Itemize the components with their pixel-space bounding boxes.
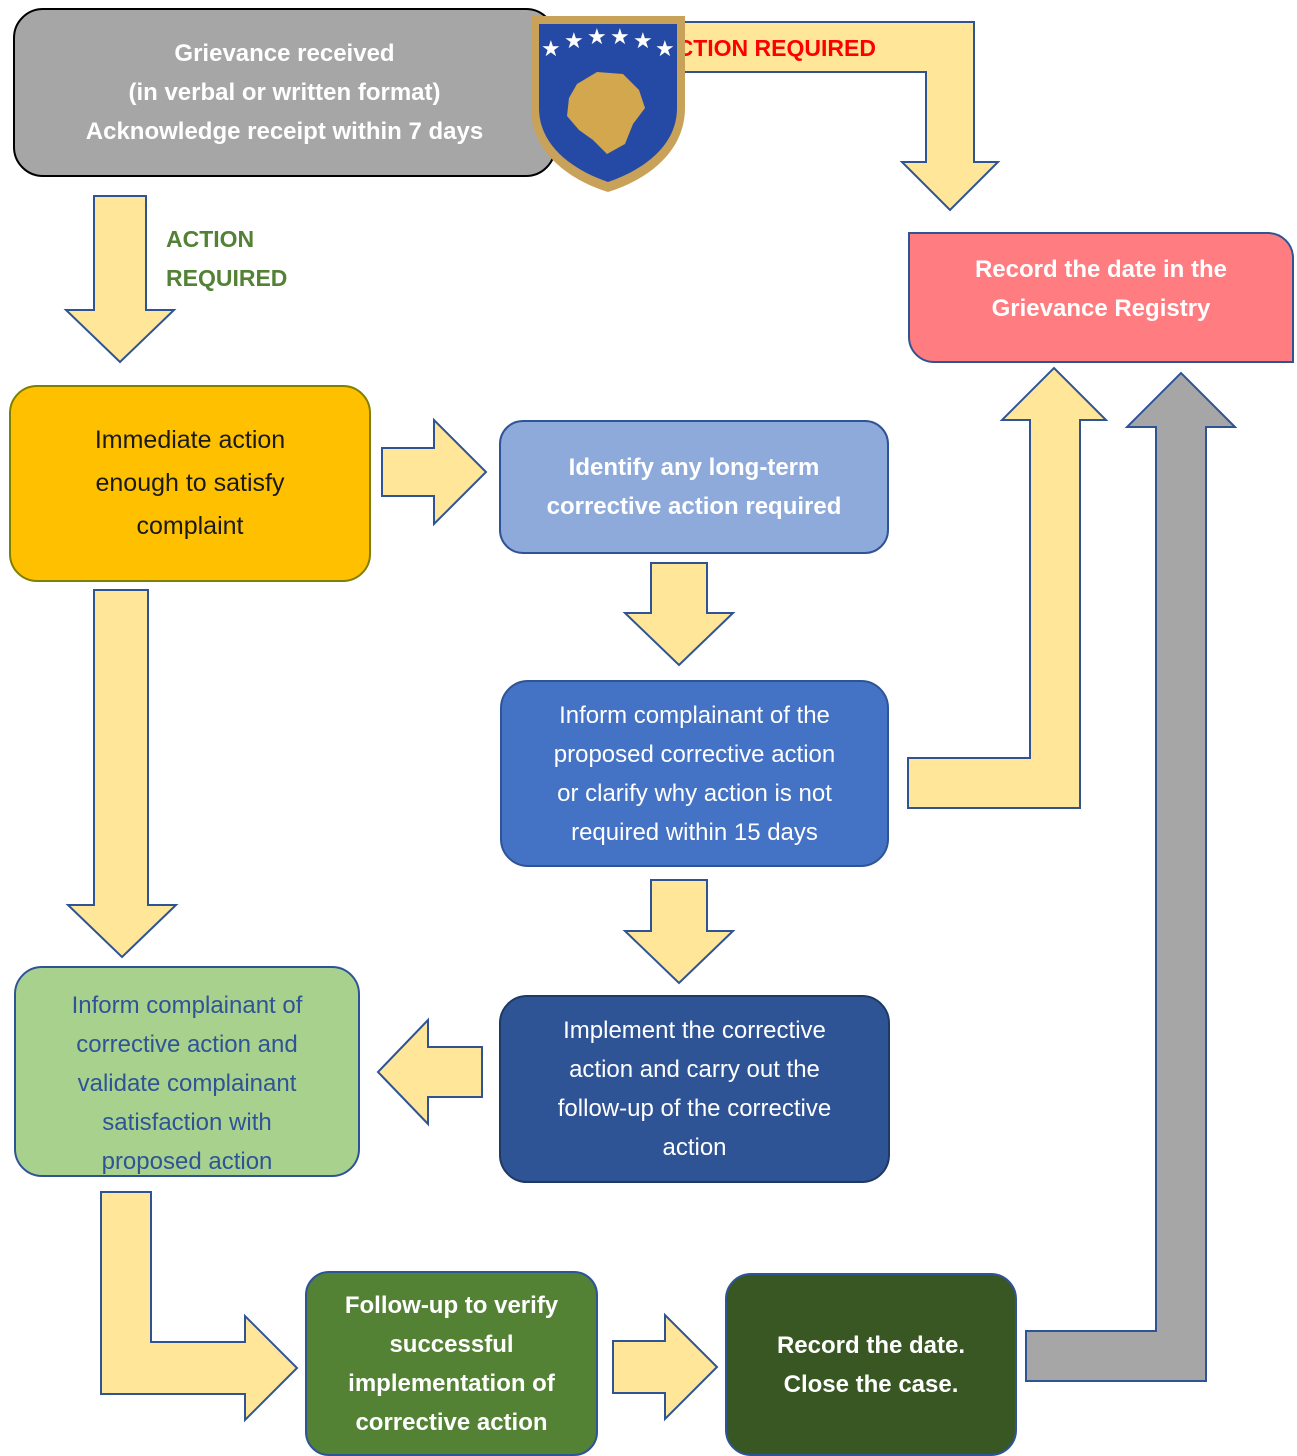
required-word: REQUIRED xyxy=(166,265,288,291)
grievance-line-2: (in verbal or written format) xyxy=(128,79,441,106)
record-close-box: Record the date. Close the case. xyxy=(725,1273,1017,1456)
close-line-1: Record the date. xyxy=(776,1331,966,1359)
svg-text:★: ★ xyxy=(633,29,653,54)
grievance-line-3: Acknowledge receipt within 7 days xyxy=(85,118,484,145)
identify-line-2: corrective action required xyxy=(546,493,842,520)
followup-line-1: Follow-up to verify xyxy=(344,1291,559,1319)
svg-text:★: ★ xyxy=(541,37,561,62)
action-word: ACTION xyxy=(166,226,255,252)
arrow-elbow-to-registry xyxy=(599,21,1001,212)
identify-longterm-box: Identify any long-term corrective action… xyxy=(499,420,889,554)
action-required-top-label: ACTION REQUIRED xyxy=(660,35,876,61)
arrow-left-to-inform-validate xyxy=(376,1017,483,1127)
arrow-down-to-implement xyxy=(622,879,736,985)
arrow-elbow-up-to-registry xyxy=(907,366,1109,809)
close-line-2: Close the case. xyxy=(783,1370,959,1398)
arrow-right-to-close-case xyxy=(612,1312,719,1422)
arrow-right-to-identify xyxy=(381,417,488,527)
action-required-left-label: ACTION REQUIRED xyxy=(166,220,287,298)
implement-line-2: action and carry out the xyxy=(569,1056,820,1083)
immediate-line-3: complaint xyxy=(136,512,244,540)
svg-text:★: ★ xyxy=(587,25,607,50)
kosovo-coat-of-arms-icon: ★ ★ ★ ★ ★ ★ xyxy=(531,16,685,192)
svg-text:★: ★ xyxy=(655,37,675,62)
record-registry-box: Record the date in the Grievance Registr… xyxy=(908,232,1294,363)
identify-line-1: Identify any long-term xyxy=(568,454,820,481)
followup-verify-box: Follow-up to verify successful implement… xyxy=(305,1271,598,1456)
immediate-line-2: enough to satisfy xyxy=(95,469,285,497)
inform-proposed-line-4: required within 15 days xyxy=(571,818,818,846)
registry-line-2: Grievance Registry xyxy=(991,295,1211,322)
svg-text:★: ★ xyxy=(610,25,630,50)
inform-validate-box: Inform complainant of corrective action … xyxy=(14,966,360,1177)
followup-line-4: corrective action xyxy=(355,1408,548,1436)
validate-line-5: proposed action xyxy=(101,1148,273,1175)
registry-line-1: Record the date in the xyxy=(974,256,1228,283)
followup-line-2: successful xyxy=(389,1330,514,1358)
immediate-line-1: Immediate action xyxy=(94,426,286,454)
grievance-line-1: Grievance received xyxy=(174,40,395,67)
implement-line-1: Implement the corrective xyxy=(563,1017,826,1044)
arrow-down-to-inform-validate xyxy=(65,589,179,959)
followup-line-3: implementation of xyxy=(348,1369,555,1397)
arrow-grey-to-registry xyxy=(1025,371,1238,1382)
arrow-down-to-inform-proposed xyxy=(622,562,736,667)
immediate-action-box: Immediate action enough to satisfy compl… xyxy=(9,385,371,582)
inform-proposed-line-3: or clarify why action is not xyxy=(557,779,832,807)
svg-text:★: ★ xyxy=(564,29,584,54)
implement-line-3: follow-up of the corrective xyxy=(557,1095,832,1122)
arrow-elbow-to-followup xyxy=(100,1191,299,1423)
validate-line-2: corrective action and xyxy=(76,1031,298,1058)
validate-line-1: Inform complainant of xyxy=(71,992,303,1019)
implement-action-box: Implement the corrective action and carr… xyxy=(499,995,890,1183)
implement-line-4: action xyxy=(662,1134,727,1161)
inform-proposed-line-2: proposed corrective action xyxy=(553,740,836,768)
inform-proposed-line-1: Inform complainant of the xyxy=(559,701,830,729)
validate-line-3: validate complainant xyxy=(77,1070,297,1097)
validate-line-4: satisfaction with xyxy=(102,1109,272,1136)
arrow-down-to-immediate-action xyxy=(63,195,177,364)
inform-proposed-box: Inform complainant of the proposed corre… xyxy=(500,680,889,867)
grievance-received-box: Grievance received (in verbal or written… xyxy=(13,8,556,177)
